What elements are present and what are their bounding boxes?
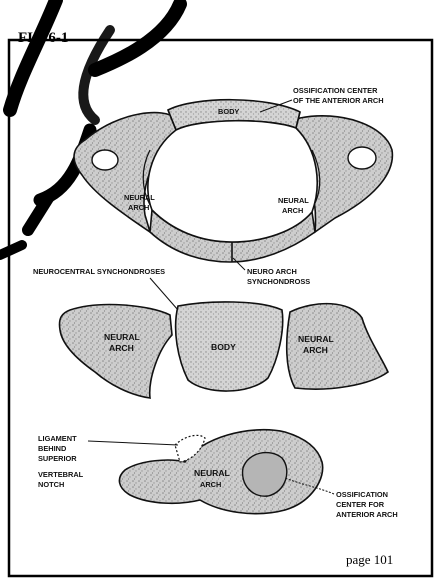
lateral-ossification-center: [243, 453, 287, 497]
watermark-stroke: [0, 245, 22, 255]
ligament-label: SUPERIOR: [38, 454, 77, 463]
neuro-arch-synch-label: SYNCHONDROSS: [247, 277, 310, 286]
left-transverse-foramen: [92, 150, 118, 170]
ossification-anterior-label: ANTERIOR ARCH: [336, 510, 398, 519]
atlas-lateral-view: LIGAMENT BEHIND SUPERIOR VERTEBRAL NOTCH…: [38, 430, 398, 519]
watermark-stroke: [10, 0, 56, 110]
page-number: page 101: [346, 552, 393, 567]
ossification-center-label: OF THE ANTERIOR ARCH: [293, 96, 384, 105]
part-right-label: ARCH: [303, 345, 328, 355]
part-body-label: BODY: [211, 342, 236, 352]
part-left-label: ARCH: [109, 343, 134, 353]
body-label: BODY: [218, 107, 239, 116]
neural-arch-left-label: NEURAL: [124, 193, 155, 202]
atlas-superior-view: BODY NEURAL ARCH NEURAL ARCH OSSIFICATIO…: [74, 86, 392, 262]
neural-arch-right-label: ARCH: [282, 206, 303, 215]
figure-number: FIG 6-1: [18, 30, 68, 46]
right-neural-arch-part: [287, 304, 388, 389]
atlas-parts-view: NEURAL ARCH BODY NEURAL ARCH: [59, 302, 388, 398]
vertebral-foramen: [148, 121, 317, 242]
ossification-center-label: OSSIFICATION CENTER: [293, 86, 378, 95]
ossification-anterior-label: CENTER FOR: [336, 500, 385, 509]
neurocentral-label: NEUROCENTRAL SYNCHONDROSES: [33, 267, 165, 276]
neural-arch-left-label: ARCH: [128, 203, 149, 212]
lateral-arch-label: ARCH: [200, 480, 221, 489]
ligament-label: VERTEBRAL: [38, 470, 84, 479]
part-right-label: NEURAL: [298, 334, 334, 344]
ligament-label: BEHIND: [38, 444, 67, 453]
ligament-label: LIGAMENT: [38, 434, 77, 443]
lateral-neural-label: NEURAL: [194, 468, 230, 478]
right-transverse-foramen: [348, 147, 376, 169]
part-left-label: NEURAL: [104, 332, 140, 342]
neural-arch-right-label: NEURAL: [278, 196, 309, 205]
ligament-label: NOTCH: [38, 480, 64, 489]
ossification-anterior-label: OSSIFICATION: [336, 490, 388, 499]
neuro-arch-synch-label: NEURO ARCH: [247, 267, 297, 276]
